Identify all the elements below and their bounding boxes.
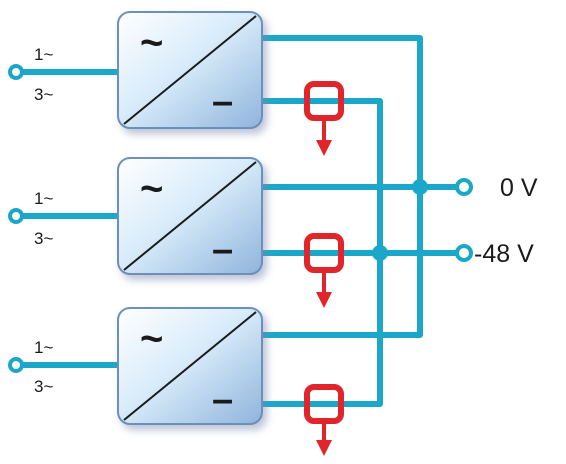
junction-dot-minus48 [372, 245, 388, 261]
fuse-arrow-head [316, 140, 332, 156]
ac-symbol: ~ [140, 167, 163, 211]
rectifier-unit-1 [117, 11, 263, 129]
fuse-3 [304, 384, 344, 456]
ac-symbol: ~ [140, 317, 163, 361]
rectifier-unit-2 [117, 157, 263, 275]
input-label-3-phase: 3~ [34, 229, 53, 248]
rectifier-diagonal [123, 311, 257, 421]
output-label-zero-volt: 0 V [500, 174, 538, 202]
input-label-1-phase: 1~ [34, 189, 53, 208]
input-label-1-phase: 1~ [34, 45, 53, 64]
dc-symbol: – [212, 379, 233, 421]
ac-terminal-2 [8, 208, 24, 224]
ac-input-terminals [8, 64, 24, 373]
rectifier-diagonal [123, 15, 257, 125]
fuse-arrow-head [316, 292, 332, 308]
rectifier-diagonal [123, 161, 257, 271]
zero-volt-terminal [455, 178, 473, 196]
ac-terminal-3 [8, 357, 24, 373]
rectifier-unit-3 [117, 307, 263, 425]
output-label-minus48: -48 V [474, 240, 534, 268]
fuse-1 [304, 81, 344, 156]
fuse-arrow-head [316, 440, 332, 456]
input-label-3-phase: 3~ [34, 377, 53, 396]
fuse-2 [304, 233, 344, 308]
minus48-terminal [455, 244, 473, 262]
input-label-1-phase: 1~ [34, 338, 53, 357]
dc-symbol: – [212, 81, 233, 123]
junction-dot-zero-volt [412, 179, 428, 195]
ac-terminal-1 [8, 64, 24, 80]
dc-symbol: – [212, 229, 233, 271]
input-label-3-phase: 3~ [34, 85, 53, 104]
ac-symbol: ~ [140, 21, 163, 65]
